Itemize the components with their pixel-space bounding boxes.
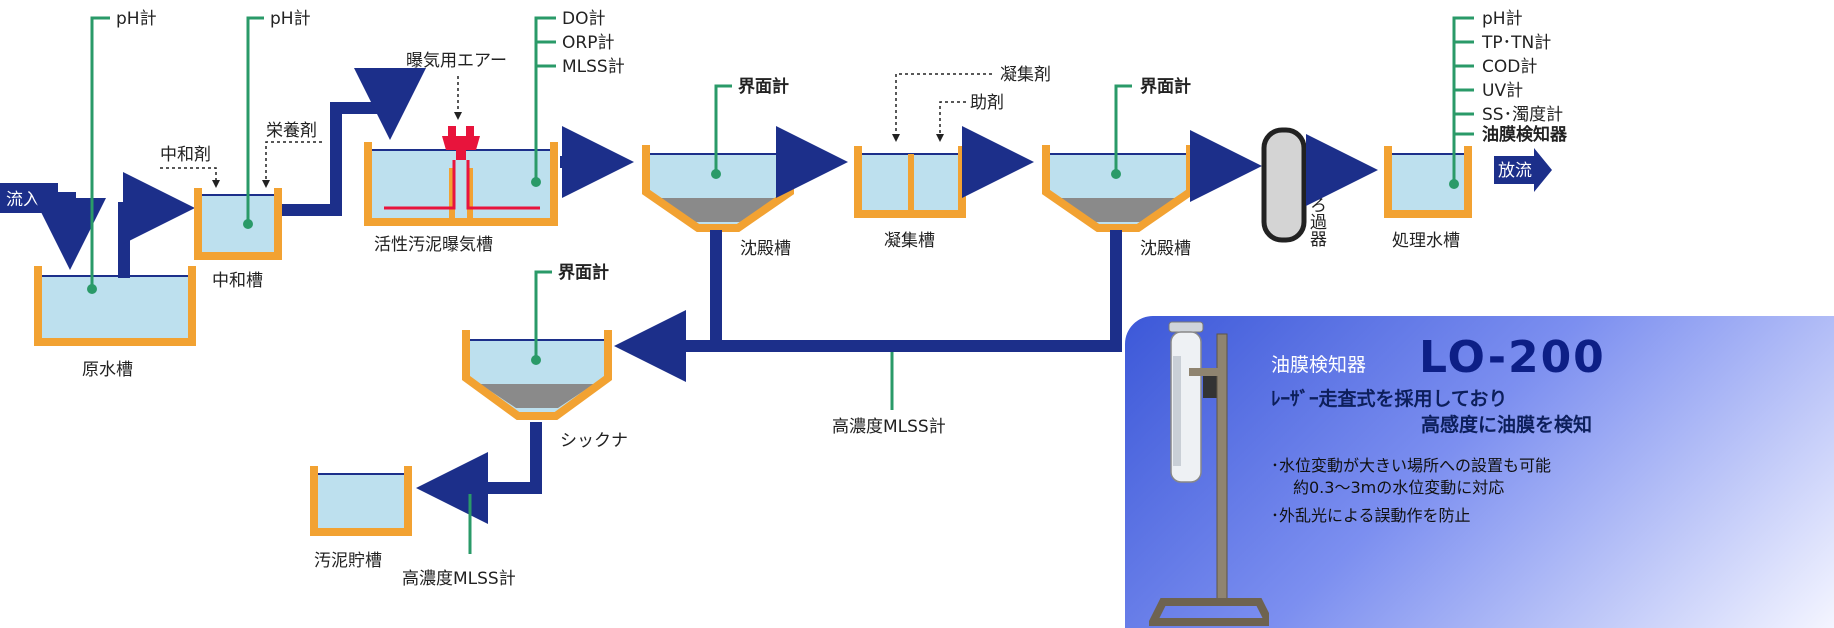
- neutralization-tank-label: 中和槽: [212, 271, 263, 291]
- thickener-label: シックナ: [560, 431, 628, 451]
- nutrient-dose-line: [262, 141, 322, 188]
- pipe-raw-to-neutral: [118, 172, 195, 278]
- promo-headline-1: ﾚｰｻﾞｰ走査式を採用しており: [1271, 388, 1508, 410]
- sedimentation-tank-2-label: 沈殿槽: [1140, 239, 1191, 259]
- product-promo-panel: 油膜検知器 LO-200 ﾚｰｻﾞｰ走査式を採用しており 高感度に油膜を検知 ･…: [1125, 316, 1834, 628]
- treated-ss-label: SS･濁度計: [1482, 105, 1563, 125]
- aeration-sensor-line: [534, 16, 556, 182]
- promo-product-type: 油膜検知器: [1271, 354, 1367, 376]
- aid-dose-line: [936, 101, 966, 142]
- neutralization-tank: [194, 188, 282, 260]
- thickener-interface-label: 界面計: [558, 262, 609, 283]
- treated-sensor-line: [1452, 16, 1474, 184]
- mlss-meter-label: MLSS計: [562, 57, 625, 77]
- inflow-label: 流入: [6, 190, 40, 210]
- sedimentation-tank-1: [642, 145, 794, 232]
- promo-bullet-2: ･外乱光による誤動作を防止: [1271, 506, 1471, 525]
- treated-uv-label: UV計: [1482, 81, 1523, 101]
- sed1-interface-sensor-line: [714, 84, 732, 174]
- sed2-interface-sensor-dot: [1111, 169, 1121, 179]
- aeration-sensor-dot: [531, 177, 541, 187]
- neutral-ph-sensor-dot: [243, 219, 253, 229]
- sedimentation-tank-2: [1042, 145, 1194, 232]
- outflow-tag: 放流: [1494, 148, 1552, 192]
- treated-water-tank-label: 処理水槽: [1392, 231, 1460, 251]
- neutral-ph-label: pH計: [270, 9, 311, 29]
- sludge-line-sed2: [614, 230, 1122, 382]
- treated-water-tank: [1384, 146, 1472, 218]
- sludge-storage-label: 汚泥貯槽: [314, 551, 382, 571]
- air-diffuser: [384, 126, 540, 210]
- sed2-interface-label: 界面計: [1140, 76, 1191, 97]
- sed2-interface-sensor-line: [1114, 84, 1132, 174]
- treated-tp-tn-label: TP･TN計: [1481, 33, 1551, 53]
- coagulation-tank-label: 凝集槽: [884, 231, 935, 251]
- treated-oil-detector-label: 油膜検知器: [1482, 124, 1568, 145]
- treated-ph-label: pH計: [1482, 9, 1523, 29]
- neutralizer-label: 中和剤: [160, 145, 211, 165]
- sed1-interface-label: 界面計: [738, 76, 789, 97]
- aeration-tank-label: 活性汚泥曝気槽: [374, 235, 493, 255]
- high-mlss-sludge-label: 高濃度MLSS計: [402, 569, 516, 589]
- oil-detector-product-image: [1149, 321, 1269, 626]
- do-meter-label: DO計: [562, 9, 605, 29]
- inflow-tag: 流入: [0, 183, 58, 213]
- coagulant-dose-line: [892, 73, 992, 142]
- promo-bullet-1-sub: 約0.3～3mの水位変動に対応: [1293, 478, 1505, 497]
- treated-sensor-dot: [1449, 179, 1459, 189]
- raw-ph-label: pH計: [116, 9, 157, 29]
- promo-model: LO-200: [1419, 332, 1606, 383]
- sedimentation-tank-1-label: 沈殿槽: [740, 239, 791, 259]
- promo-bullet-1: ･水位変動が大きい場所への設置も可能: [1271, 456, 1552, 475]
- high-mlss-return-label: 高濃度MLSS計: [832, 417, 946, 437]
- neutralizer-dose-line: [160, 167, 220, 188]
- raw-ph-sensor-line: [90, 16, 110, 289]
- orp-meter-label: ORP計: [562, 33, 614, 53]
- nutrient-label: 栄養剤: [266, 121, 317, 141]
- aid-label: 助剤: [970, 93, 1004, 113]
- treated-cod-label: COD計: [1482, 57, 1537, 77]
- aeration-air-label: 曝気用エアー: [406, 51, 507, 71]
- coagulation-tank: [854, 146, 966, 218]
- filter-label: ろ過器: [1306, 196, 1327, 247]
- thickener-interface-sensor-line: [534, 270, 552, 360]
- neutral-ph-sensor-line: [246, 16, 264, 224]
- pipe-thickener-to-storage: [416, 422, 542, 524]
- raw-water-tank-label: 原水槽: [82, 360, 133, 380]
- promo-headline-2: 高感度に油膜を検知: [1421, 414, 1593, 436]
- raw-water-tank: [34, 266, 196, 346]
- outflow-label: 放流: [1498, 161, 1532, 181]
- pipe-neutral-to-aeration: [282, 68, 426, 216]
- raw-ph-sensor-dot: [87, 284, 97, 294]
- filter-vessel: [1261, 127, 1307, 243]
- sludge-storage-tank: [310, 466, 412, 536]
- inflow-pipe: [34, 192, 106, 270]
- coagulant-label: 凝集剤: [1000, 65, 1051, 85]
- thickener-tank: [462, 330, 612, 420]
- thickener-interface-sensor-dot: [531, 355, 541, 365]
- sed1-interface-sensor-dot: [711, 169, 721, 179]
